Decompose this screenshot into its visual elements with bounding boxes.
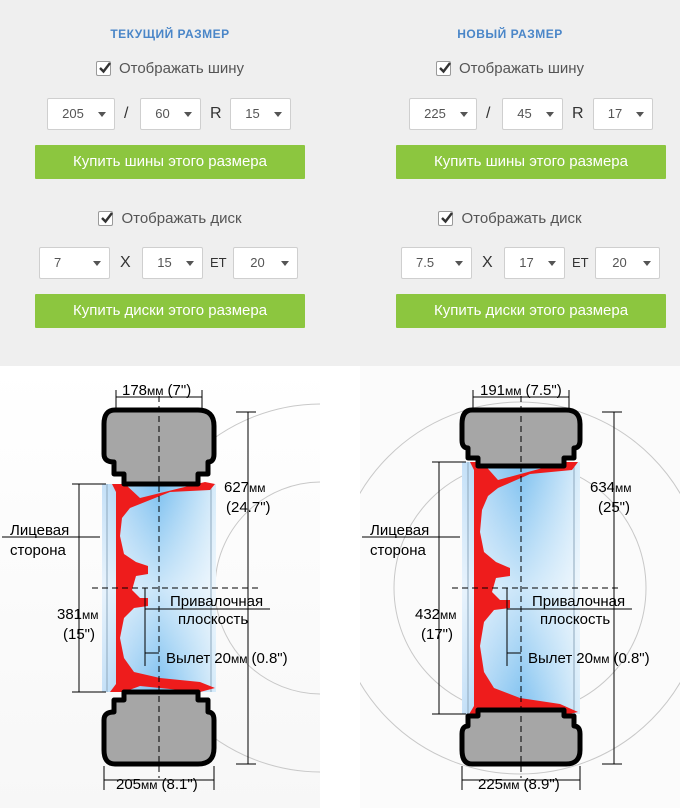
checkmark-icon [99,62,111,74]
tire-width-label: 205мм(8.1") [116,776,198,793]
buy-rims-button[interactable]: Купить диски этого размера [396,294,666,328]
tire-diameter-select[interactable]: 17 [593,98,653,130]
show-rim-label: Отображать диск [461,210,582,227]
face-side-label-1: Лицевая [10,522,69,539]
face-side-label-2: сторона [10,542,67,559]
new-wheel-diagram: 191мм(7.5") 634мм (25") Лицевая сторона … [333,366,680,808]
wheel-cross-section: 178мм(7") 627мм (24.7") Лицевая сторона … [0,366,506,808]
dropdown-arrow-icon [186,261,194,266]
rim-diameter-label: 432мм [415,606,457,623]
buy-rims-button[interactable]: Купить диски этого размера [35,294,305,328]
current-size-title: ТЕКУЩИЙ РАЗМЕР [110,27,230,41]
outer-diameter-inch: (25") [598,499,630,516]
dropdown-arrow-icon [281,261,289,266]
new-size-panel: НОВЫЙ РАЗМЕР Отображать шину 225 / 45 R … [340,0,680,366]
r-separator: R [572,105,584,122]
face-side-label-1: Лицевая [370,522,429,539]
tire-profile-select[interactable]: 45 [502,98,563,130]
rim-width-label: 191мм(7.5") [480,382,562,399]
show-tire-row[interactable]: Отображать шину [340,60,680,77]
buy-tires-button[interactable]: Купить шины этого размера [35,145,305,179]
checkmark-icon [439,62,451,74]
dropdown-arrow-icon [455,261,463,266]
show-tire-label: Отображать шину [458,60,585,77]
show-rim-checkbox[interactable] [98,211,114,226]
outer-diameter-inch: (24.7") [226,499,271,516]
r-separator: R [210,105,222,122]
dropdown-arrow-icon [546,112,554,117]
mount-plane-label-1: Привалочная [532,593,625,610]
rim-profile [468,462,578,716]
checkmark-icon [101,212,114,224]
tire-width-label: 225мм(8.9") [478,776,560,793]
show-tire-label: Отображать шину [118,60,245,77]
current-size-panel: ТЕКУЩИЙ РАЗМЕР Отображать шину 205 / 60 … [0,0,340,366]
show-rim-label: Отображать диск [121,210,242,227]
slash-separator: / [486,105,491,122]
tire-diameter-select[interactable]: 15 [230,98,291,130]
rim-width-select[interactable]: 7.5 [401,247,472,279]
x-separator: X [120,254,131,271]
show-rim-row[interactable]: Отображать диск [0,210,340,227]
dropdown-arrow-icon [548,261,556,266]
face-side-label-2: сторона [370,542,427,559]
mount-plane-label-2: плоскость [540,611,610,628]
dropdown-arrow-icon [98,112,106,117]
mount-plane-label-2: плоскость [178,611,248,628]
x-separator: X [482,254,493,271]
new-size-title: НОВЫЙ РАЗМЕР [457,27,563,41]
tire-profile-select[interactable]: 60 [140,98,201,130]
rim-diameter-select[interactable]: 17 [504,247,565,279]
rim-width-select[interactable]: 7 [39,247,110,279]
slash-separator: / [124,105,129,122]
buy-tires-button[interactable]: Купить шины этого размера [396,145,666,179]
dropdown-arrow-icon [184,112,192,117]
show-rim-checkbox[interactable] [438,211,454,226]
rim-diameter-inch: (17") [421,626,453,643]
dropdown-arrow-icon [93,261,101,266]
rim-offset-select[interactable]: 20 [233,247,298,279]
wheel-cross-section: 191мм(7.5") 634мм (25") Лицевая сторона … [333,366,680,808]
tire-width-select[interactable]: 205 [47,98,115,130]
rim-diameter-label: 381мм [57,606,99,623]
rim-profile [110,482,215,692]
et-separator: ET [572,255,589,270]
rim-diameter-inch: (15") [63,626,95,643]
outer-diameter-label: 634мм [590,479,632,496]
rim-width-label: 178мм(7") [122,382,191,399]
show-tire-checkbox[interactable] [435,61,451,76]
mount-plane-label-1: Привалочная [170,593,263,610]
dropdown-arrow-icon [636,112,644,117]
rim-diameter-select[interactable]: 15 [142,247,203,279]
show-tire-checkbox[interactable] [95,61,111,76]
dropdown-arrow-icon [274,112,282,117]
et-separator: ET [210,255,227,270]
rim-offset-select[interactable]: 20 [595,247,660,279]
outer-diameter-label: 627мм [224,479,266,496]
dropdown-arrow-icon [460,112,468,117]
current-wheel-diagram: 178мм(7") 627мм (24.7") Лицевая сторона … [0,366,506,808]
checkmark-icon [441,212,454,224]
dropdown-arrow-icon [643,261,651,266]
tire-width-select[interactable]: 225 [409,98,477,130]
show-rim-row[interactable]: Отображать диск [340,210,680,227]
show-tire-row[interactable]: Отображать шину [0,60,340,77]
